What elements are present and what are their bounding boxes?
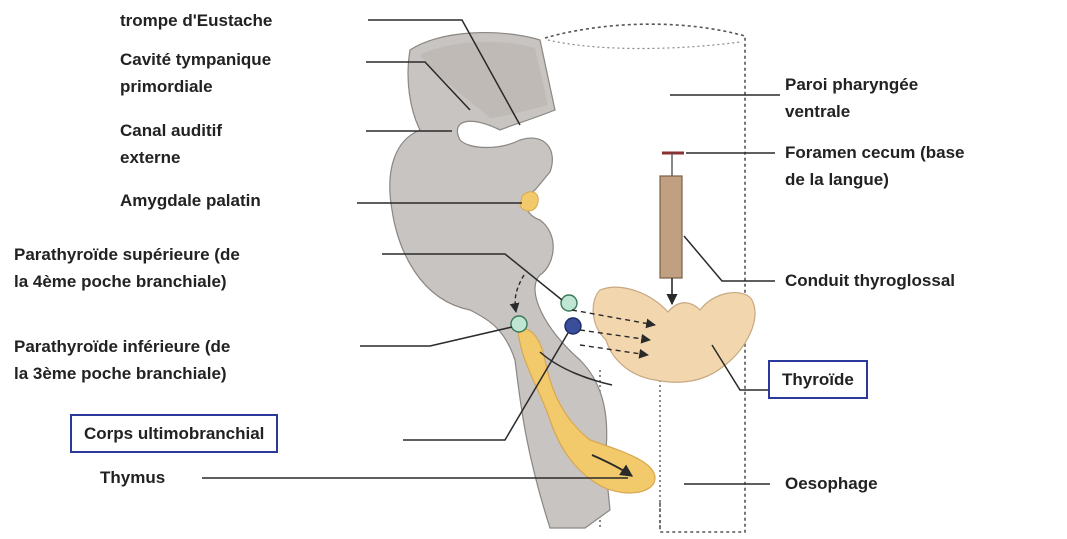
leader-parainf (360, 327, 512, 346)
label-eustache: trompe d'Eustache (120, 8, 272, 33)
label-paroi-line1: Paroi pharyngée (785, 72, 918, 97)
label-amygdale: Amygdale palatin (120, 188, 261, 213)
label-parathyroid-inf-line1: Parathyroïde inférieure (de (14, 334, 230, 359)
label-thymus: Thymus (100, 465, 165, 490)
palatine-tonsil (520, 192, 538, 211)
label-foramen-line2: de la langue) (785, 167, 889, 192)
ultimobranchial-node (565, 318, 581, 334)
label-parathyroid-sup-line2: la 4ème poche branchiale) (14, 269, 227, 294)
label-cavite-line1: Cavité tympanique (120, 47, 271, 72)
label-thyroide: Thyroïde (768, 360, 868, 399)
label-parathyroid-inf-line2: la 3ème poche branchiale) (14, 361, 227, 386)
label-foramen-line1: Foramen cecum (base (785, 140, 965, 165)
leader-conduit (684, 236, 775, 281)
label-canal-line2: externe (120, 145, 180, 170)
label-paroi-line2: ventrale (785, 99, 850, 124)
label-cavite-line2: primordiale (120, 74, 213, 99)
parathyroid-superior-node (561, 295, 577, 311)
label-conduit: Conduit thyroglossal (785, 268, 955, 293)
parathyroid-inferior-node (511, 316, 527, 332)
label-canal-line1: Canal auditif (120, 118, 222, 143)
label-corps-ultimobranchial: Corps ultimobranchial (70, 414, 278, 453)
label-parathyroid-sup-line1: Parathyroïde supérieure (de (14, 242, 240, 267)
thyroglossal-duct (660, 176, 682, 278)
pharyngeal-wall-inner (548, 40, 740, 49)
label-oesophage: Oesophage (785, 471, 878, 496)
